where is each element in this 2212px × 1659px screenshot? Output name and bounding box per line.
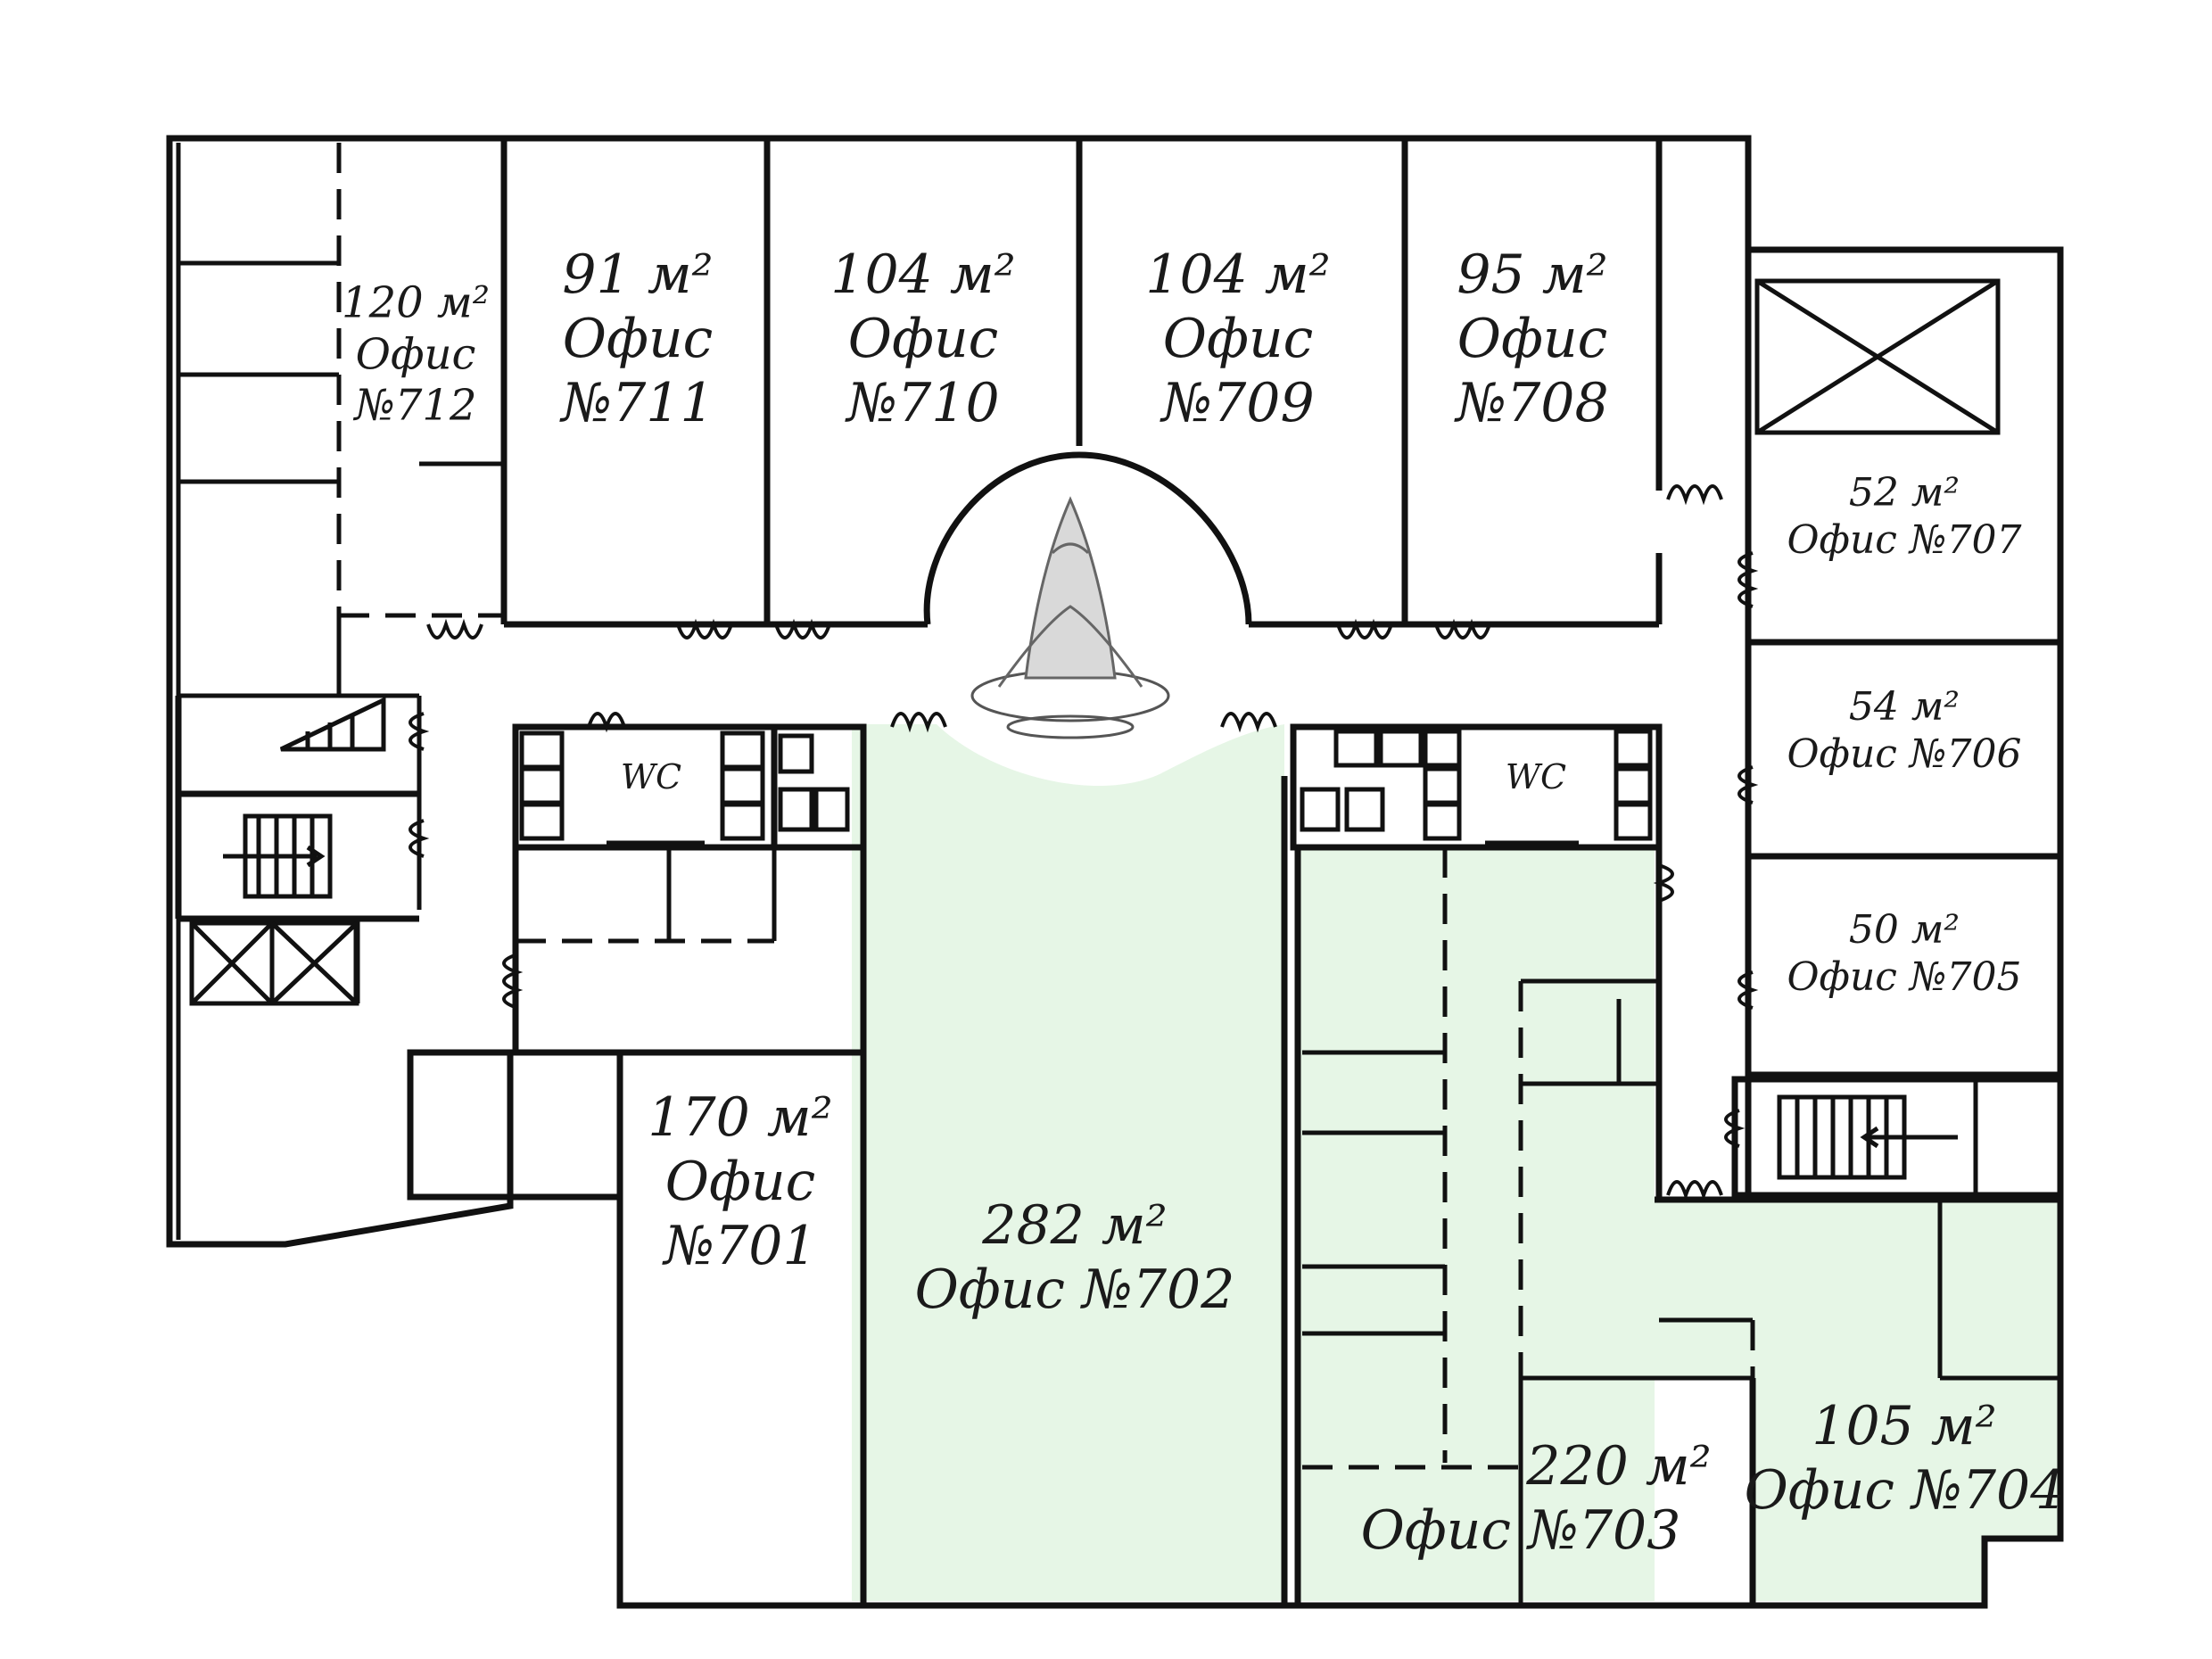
office-701-unit: м² [766,1086,833,1149]
office-712-number: №712 [354,380,477,431]
office-708-label: 95 м² Офис №708 [1456,243,1608,435]
stairs-icon [223,697,386,899]
office-711-number: №711 [561,372,714,434]
office-705-label: 50 м² Офис №705 [1787,907,2021,1002]
left-core [175,696,430,1006]
office-711-label: 91 м² Офис №711 [561,243,714,435]
office-703-name: Офис №703 [1360,1499,1681,1562]
office-706-label: 54 м² Офис №706 [1787,684,2021,779]
office-701-word: Офис [664,1151,816,1213]
office-709-unit: м² [1264,243,1331,306]
office-709-area: 104 [1145,243,1248,306]
elevator-shaft-icon [1754,278,2001,435]
wc-fixture-icon [1300,729,1653,841]
office-708-area: 95 [1457,243,1525,306]
office-705-area: 50 [1848,907,1899,953]
office-702-label: 282 м² Офис №702 [915,1193,1235,1322]
wc-left-label: WC [620,757,682,797]
office-710-word: Офис [847,308,999,370]
office-704-unit: м² [1930,1395,1997,1457]
left-wc-block [502,712,1277,1605]
office-712-label: 120 м² Офис №712 [342,278,490,433]
wc-fixture-icon [519,730,850,841]
office-710-label: 104 м² Офис №710 [830,243,1015,435]
corridor-704-fill [1655,1200,1753,1378]
available-offices-highlight [852,724,2060,1601]
office-706-area: 54 [1848,684,1899,730]
office-703-label: 220 м² Офис №703 [1330,1434,1712,1563]
office-710-area: 104 [830,243,933,306]
fountain-icon [970,496,1170,739]
office-708-word: Офис [1457,308,1608,370]
office-706-unit: м² [1911,684,1960,730]
office-702-area: 282 [982,1194,1085,1257]
office-711-area: 91 [562,243,631,306]
office-709-word: Офис [1162,308,1314,370]
office-703-fill [1298,847,1655,1601]
office-705-name: Офис №705 [1787,954,2022,1000]
office-709-number: №709 [1161,372,1315,434]
office-711-unit: м² [647,243,714,306]
office-702-fill [852,724,1284,1601]
office-703-area: 220 [1526,1435,1629,1498]
office-703-unit: м² [1645,1435,1712,1498]
office-710-number: №710 [846,372,1000,434]
wc-right-label: WC [1505,757,1567,797]
office-708-unit: м² [1541,243,1608,306]
office-708-number: №708 [1456,372,1609,434]
office-701-number: №701 [664,1215,817,1277]
office-704-fill [1655,1200,2060,1601]
office-704-label: 105 м² Офис №704 [1745,1394,2065,1523]
outer-walls [166,135,2064,1609]
office-712-unit: м² [436,277,490,328]
office-707-area: 52 [1848,470,1899,516]
office-712-word: Офис [355,329,476,380]
top-offices-walls [178,138,1723,910]
office-704-area: 105 [1812,1395,1914,1457]
office-709-label: 104 м² Офис №709 [1145,243,1330,435]
office-701-label: 170 м² Офис №701 [648,1085,832,1278]
office-707-unit: м² [1911,470,1960,516]
right-walls [1281,143,2064,1605]
office-707-label: 52 м² Офис №707 [1787,470,2021,565]
stairs-icon [1777,1094,1958,1180]
office-710-unit: м² [949,243,1016,306]
office-711-word: Офис [562,308,714,370]
office-701-area: 170 [648,1086,750,1149]
office-702-name: Офис №702 [914,1259,1235,1321]
office-702-unit: м² [1101,1194,1168,1257]
office-704-name: Офис №704 [1744,1459,2065,1522]
office-705-unit: м² [1911,907,1960,953]
elevator-shaft-icon [189,920,359,1006]
office-707-name: Офис №707 [1787,517,2022,563]
office-706-name: Офис №706 [1787,731,2022,777]
office-712-area: 120 [342,277,424,328]
